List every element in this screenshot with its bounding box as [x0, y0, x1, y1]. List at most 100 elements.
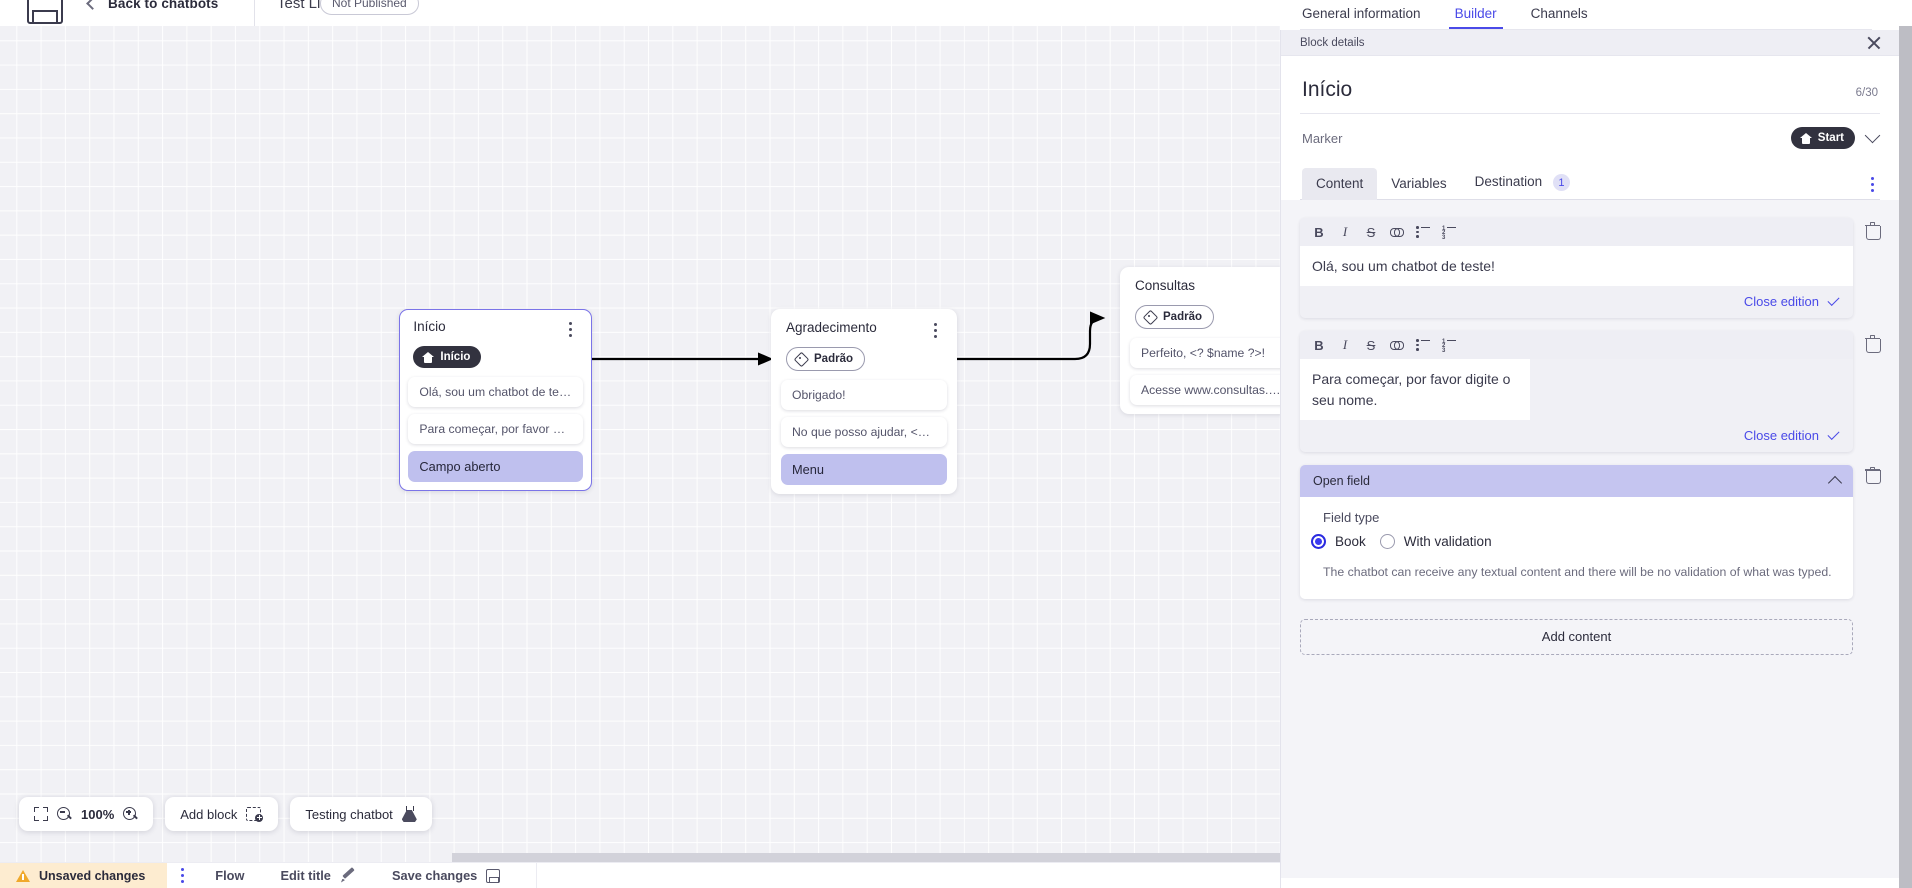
canvas-horizontal-scrollbar[interactable]: [452, 853, 1560, 862]
block-menu-icon[interactable]: [928, 321, 942, 339]
flow-block-agradecimento[interactable]: Agradecimento Padrão Obrigado! No que po…: [771, 309, 957, 494]
chevron-left-icon: [86, 0, 99, 10]
testing-chatbot-label: Testing chatbot: [305, 806, 393, 822]
back-to-chatbots-button[interactable]: Back to chatbots: [86, 0, 219, 16]
tab-variables[interactable]: Variables: [1377, 168, 1460, 200]
rte-text-value[interactable]: Olá, sou um chatbot de teste!: [1300, 246, 1853, 287]
edit-title-label: Edit title: [280, 868, 331, 883]
status-more-options-icon[interactable]: [173, 866, 191, 886]
zoom-in-icon[interactable]: [123, 806, 138, 822]
radio-with-validation-input[interactable]: [1379, 533, 1395, 549]
bold-icon[interactable]: B: [1314, 337, 1324, 353]
block-message[interactable]: Perfeito, <? $name ?>!: [1130, 338, 1296, 368]
trash-icon[interactable]: [1865, 222, 1881, 240]
radio-book[interactable]: Book: [1311, 533, 1366, 549]
strikethrough-icon[interactable]: S: [1366, 337, 1376, 353]
block-title: Agradecimento: [786, 320, 877, 335]
fit-to-screen-icon[interactable]: [34, 807, 48, 821]
block-message[interactable]: Campo aberto: [408, 451, 583, 483]
link-icon[interactable]: [1384, 335, 1410, 355]
flow-block-consultas[interactable]: Consultas Padrão Perfeito, <? $name ?>! …: [1120, 267, 1306, 414]
char-counter: 6/30: [1855, 87, 1878, 99]
open-field-header[interactable]: Open field: [1300, 464, 1853, 497]
open-field-title: Open field: [1313, 473, 1370, 488]
block-marker-label: Padrão: [814, 353, 853, 365]
edit-title-button[interactable]: Edit title: [262, 868, 373, 884]
open-field-description: The chatbot can receive any textual cont…: [1323, 564, 1832, 579]
bulleted-list-icon[interactable]: [1410, 222, 1436, 242]
zoom-out-icon[interactable]: [57, 806, 72, 822]
back-to-chatbots-label: Back to chatbots: [108, 0, 219, 11]
rte-text-value[interactable]: Para começar, por favor digite o seu nom…: [1300, 359, 1530, 420]
tab-content[interactable]: Content: [1302, 168, 1378, 200]
panel-body: Início 6/30 Marker Start Content: [1281, 56, 1899, 888]
status-bar: Unsaved changes Flow Edit title Save cha…: [0, 862, 1280, 888]
block-title: Consultas: [1135, 278, 1196, 293]
add-content-button[interactable]: Add content: [1300, 618, 1853, 655]
add-block-label: Add block: [180, 806, 238, 822]
app-logo[interactable]: [27, 0, 63, 24]
italic-icon[interactable]: I: [1342, 337, 1348, 353]
close-edition-button[interactable]: Close edition: [1743, 427, 1840, 443]
chevron-down-icon[interactable]: [1864, 127, 1881, 144]
warning-icon: [16, 869, 30, 882]
link-icon[interactable]: [1384, 222, 1410, 242]
block-message[interactable]: Menu: [781, 454, 947, 485]
tab-channels[interactable]: Channels: [1530, 6, 1588, 21]
bulleted-list-icon[interactable]: [1410, 335, 1436, 355]
radio-book-input[interactable]: [1311, 533, 1326, 549]
field-type-label: Field type: [1323, 509, 1380, 525]
close-edition-button[interactable]: Close edition: [1743, 294, 1840, 310]
open-field-card: Open field Field type Book: [1300, 464, 1853, 599]
flow-button[interactable]: Flow: [197, 868, 262, 883]
panel-header-label: Block details: [1300, 36, 1365, 49]
close-icon[interactable]: [1867, 36, 1881, 50]
flow-block-inicio[interactable]: Início Início Olá, sou um chatbot de tes…: [399, 309, 592, 491]
tag-icon: [1145, 311, 1157, 323]
trash-icon[interactable]: [1865, 466, 1881, 485]
block-message[interactable]: Obrigado!: [781, 380, 947, 410]
close-edition-label: Close edition: [1743, 427, 1819, 443]
add-block-button[interactable]: Add block: [165, 797, 279, 831]
marker-value: Start: [1817, 132, 1844, 144]
save-changes-button[interactable]: Save changes: [374, 868, 518, 883]
block-message[interactable]: No que posso ajudar, <? $name ...: [781, 417, 947, 447]
block-marker-chip[interactable]: Padrão: [786, 347, 865, 371]
strikethrough-icon[interactable]: S: [1366, 224, 1376, 240]
page-vertical-scrollbar[interactable]: [1899, 26, 1912, 888]
block-title: Início: [413, 319, 446, 335]
check-icon: [1827, 427, 1840, 440]
block-message[interactable]: Para começar, por favor digite o ...: [408, 414, 583, 445]
block-marker-label: Início: [440, 351, 471, 364]
tab-destination[interactable]: Destination 1: [1461, 166, 1584, 200]
block-menu-icon[interactable]: [564, 320, 578, 338]
radio-with-validation[interactable]: With validation: [1379, 533, 1492, 549]
toolbar-divider: [254, 0, 255, 26]
main-nav-tabs: General information Builder Channels: [1280, 0, 1912, 30]
save-icon: [486, 868, 501, 883]
open-field-body: Field type Book With validation: [1300, 496, 1853, 599]
divider: [1300, 113, 1880, 114]
italic-icon[interactable]: I: [1342, 224, 1348, 239]
save-changes-label: Save changes: [391, 868, 478, 883]
block-message[interactable]: Olá, sou um chatbot de teste!: [408, 377, 583, 408]
block-marker-chip[interactable]: Padrão: [1135, 305, 1214, 329]
more-options-icon[interactable]: [1864, 174, 1880, 194]
tab-general-information[interactable]: General information: [1302, 6, 1421, 21]
marker-label: Marker: [1302, 130, 1343, 146]
block-message[interactable]: Acesse www.consultas.com par...: [1130, 375, 1296, 405]
chevron-up-icon[interactable]: [1827, 475, 1843, 490]
marker-row: Marker Start: [1300, 114, 1881, 149]
block-header: Consultas: [1130, 278, 1296, 297]
block-marker-chip[interactable]: Início: [413, 346, 482, 369]
marker-chip[interactable]: Start: [1790, 127, 1855, 149]
trash-icon[interactable]: [1865, 335, 1881, 353]
testing-chatbot-button[interactable]: Testing chatbot: [290, 797, 432, 831]
close-edition-label: Close edition: [1743, 294, 1819, 310]
tab-builder[interactable]: Builder: [1448, 0, 1503, 29]
bold-icon[interactable]: B: [1314, 224, 1324, 240]
